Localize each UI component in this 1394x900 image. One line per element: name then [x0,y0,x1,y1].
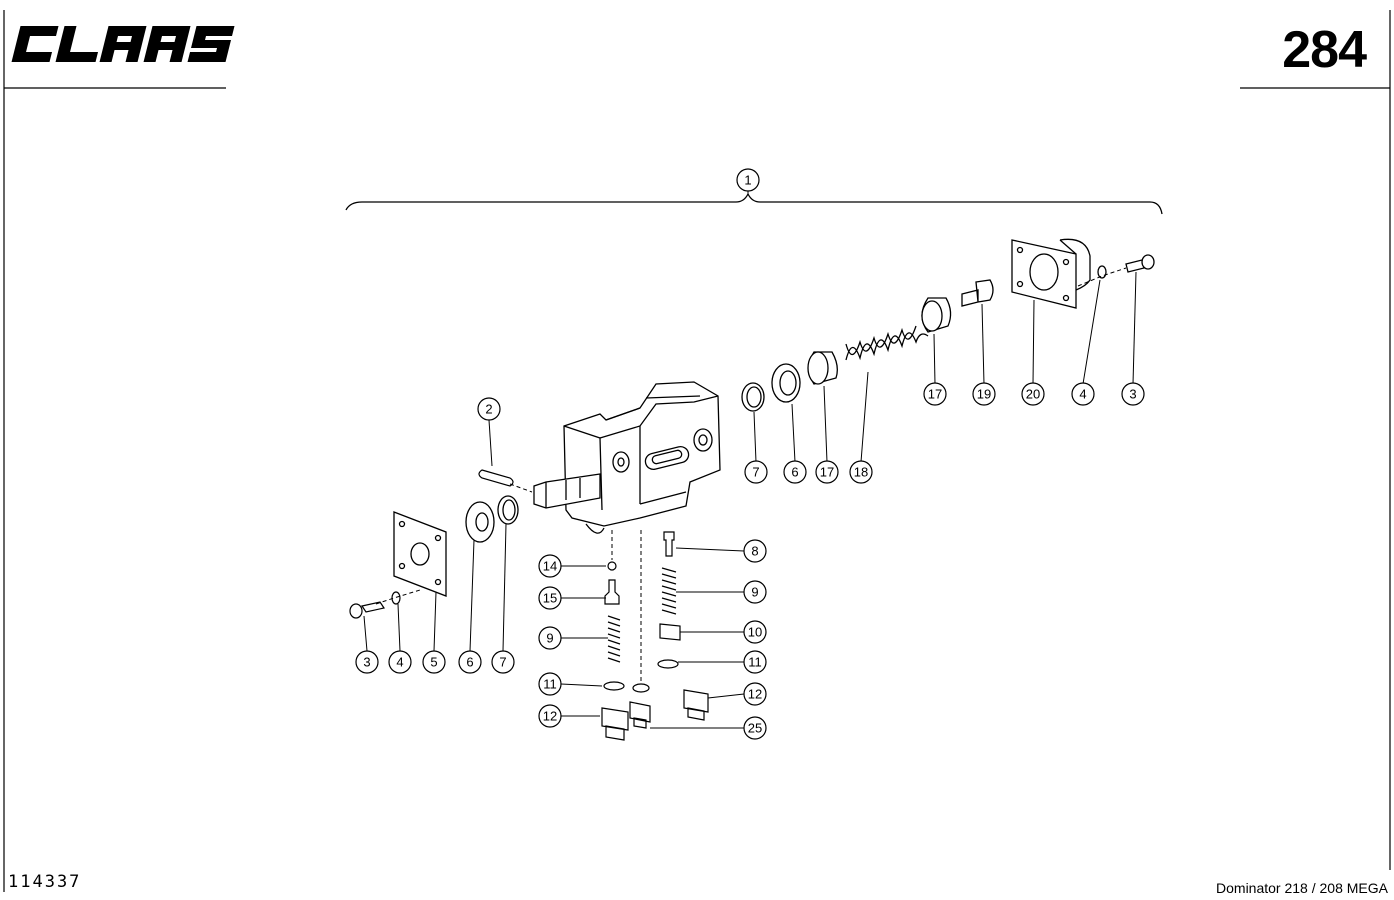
valve-housing [533,381,721,534]
callout-7: 7 [499,655,506,670]
callout-17: 17 [820,465,834,480]
callout-11: 11 [543,677,557,692]
callout-9: 9 [546,631,553,646]
plunger-part-8 [663,531,675,557]
callout-labels: 1 2 3 4 5 6 7 14 15 9 11 12 8 9 10 11 12… [363,173,1136,736]
callout-3-right: 3 [1129,387,1136,402]
lock-washer-part-4-right [1097,265,1107,279]
callout-circles [355,168,1145,740]
callout-6-right: 6 [791,465,798,480]
o-ring-part-11-left [603,681,625,691]
callout-3: 3 [363,655,370,670]
sleeve-part-10 [659,623,681,641]
valve-part-15 [604,579,620,605]
callout-8: 8 [751,544,758,559]
plug-part-25 [629,701,651,729]
callout-2: 2 [485,402,492,417]
leader-lines [363,190,1137,729]
drawing-id: 114337 [8,872,82,892]
ball-part-14 [607,561,617,571]
assembly-lines [375,267,1127,684]
screw-part-3-left [349,601,385,619]
spring-part-9-right [661,567,677,615]
page-number: 284 [1282,21,1367,79]
o-ring-part-11-right [657,659,679,669]
callout-7-right: 7 [752,465,759,480]
callout-14: 14 [543,559,557,574]
callout-10: 10 [748,625,762,640]
callout-19: 19 [977,387,991,402]
assembly-bracket [345,192,1163,215]
adjuster-part-19 [961,279,994,307]
callout-18: 18 [854,465,868,480]
callout-4: 4 [396,655,403,670]
callout-1: 1 [744,173,751,188]
callout-25: 25 [748,721,762,736]
callout-20: 20 [1026,387,1040,402]
right-side-parts [741,238,1155,412]
o-ring-part-11-mid [632,683,650,693]
callout-15: 15 [543,591,557,606]
washer-part-6-left [465,501,495,543]
callout-4-right: 4 [1079,387,1086,402]
pin-part-2 [478,469,514,487]
spring-part-9-left [607,615,621,663]
ring-part-7-left [497,495,519,525]
callout-12: 12 [543,709,557,724]
spring-part-18 [845,332,929,361]
callout-9-right: 9 [751,585,758,600]
callout-11-right: 11 [748,655,762,670]
plug-part-12-left [601,707,629,741]
plug-part-12-right [683,689,709,721]
model-name: Dominator 218 / 208 MEGA [1216,880,1388,896]
claas-logo [11,26,235,62]
callout-5: 5 [430,655,437,670]
screw-part-3-right [1125,259,1145,273]
cover-plate-part-5 [393,511,447,597]
callout-6: 6 [466,655,473,670]
callout-12-right: 12 [748,687,762,702]
lower-valve-parts [601,531,709,741]
callout-17-right: 17 [928,387,942,402]
lock-washer-part-4-left [391,591,401,605]
